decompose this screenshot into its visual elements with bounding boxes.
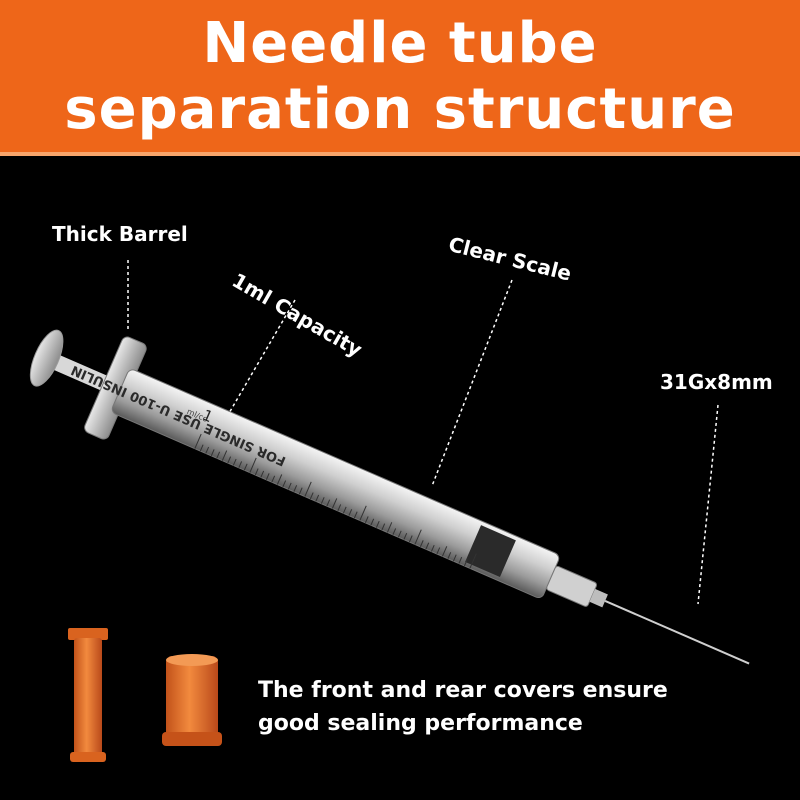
scale-tick bbox=[359, 505, 367, 521]
scale-tick bbox=[309, 492, 314, 500]
scale-tick bbox=[364, 516, 369, 524]
scale-tick bbox=[227, 456, 232, 464]
scale-tick bbox=[353, 511, 358, 519]
scale-tick bbox=[337, 504, 342, 512]
leader-capacity bbox=[224, 299, 296, 421]
scale-tick bbox=[381, 523, 386, 531]
scale-tick bbox=[436, 547, 441, 555]
leader-clear-scale bbox=[431, 279, 513, 487]
rear-cover bbox=[68, 628, 108, 762]
scale-tick bbox=[414, 529, 422, 545]
scale-tick bbox=[320, 497, 325, 504]
scale-tick bbox=[265, 473, 270, 480]
scale-tick bbox=[430, 544, 435, 552]
scale-tick bbox=[249, 457, 257, 473]
scale-tick bbox=[342, 506, 347, 514]
scale-tick bbox=[315, 494, 320, 502]
scale-tick bbox=[238, 461, 243, 469]
scale-tick bbox=[331, 498, 338, 509]
scale-tick bbox=[469, 553, 477, 569]
syringe: FOR SINGLE USE U-100 INSULIN 1 ml/cc bbox=[29, 329, 750, 665]
title-line-1: Needle tube bbox=[202, 11, 598, 76]
caption-line-1: The front and rear covers ensure bbox=[258, 678, 668, 703]
scale-tick bbox=[271, 475, 276, 483]
caption-line-2: good sealing performance bbox=[258, 711, 583, 736]
scale-tick bbox=[408, 535, 413, 543]
scale-tick bbox=[276, 474, 283, 485]
scale-tick bbox=[199, 444, 204, 452]
scale-tick bbox=[210, 449, 215, 457]
scale-tick bbox=[403, 532, 408, 540]
scale-ticks bbox=[194, 433, 477, 569]
scale-tick bbox=[326, 499, 331, 507]
label-needle-size: 31Gx8mm bbox=[660, 370, 773, 394]
scale-tick bbox=[287, 482, 292, 490]
scale-tick bbox=[282, 480, 287, 488]
scale-tick bbox=[452, 554, 457, 562]
title-line-2: separation structure bbox=[64, 77, 736, 142]
plunger-stopper bbox=[465, 525, 516, 578]
title-banner bbox=[0, 0, 800, 156]
scale-tick bbox=[304, 481, 312, 497]
scale-tick bbox=[348, 509, 353, 516]
scale-tick bbox=[298, 487, 303, 495]
scale-tick bbox=[243, 463, 248, 471]
needle bbox=[604, 600, 750, 665]
scale-tick bbox=[194, 433, 202, 449]
plunger-thumb-disc bbox=[29, 329, 64, 387]
scale-tick bbox=[419, 540, 424, 547]
scale-tick bbox=[254, 468, 259, 476]
scale-tick bbox=[221, 450, 228, 461]
banner-divider bbox=[0, 152, 800, 156]
scale-tick bbox=[463, 559, 468, 567]
scale-tick bbox=[392, 528, 397, 536]
scale-tick bbox=[293, 485, 298, 492]
scale-tick bbox=[205, 446, 210, 454]
scale-tick bbox=[397, 530, 402, 538]
scale-tick bbox=[216, 451, 221, 459]
scale-tick bbox=[232, 458, 237, 466]
scale-tick bbox=[441, 546, 448, 557]
scale-tick bbox=[458, 556, 463, 564]
label-thick-barrel: Thick Barrel bbox=[52, 222, 188, 246]
needle-hub bbox=[546, 565, 598, 607]
scale-tick bbox=[375, 521, 380, 528]
leader-needle-size bbox=[697, 404, 719, 605]
front-cover bbox=[162, 654, 222, 746]
scale-tick bbox=[370, 518, 375, 526]
scale-tick bbox=[260, 470, 265, 478]
scale-tick bbox=[386, 522, 393, 533]
caption-text: The front and rear covers ensure good se… bbox=[258, 674, 778, 740]
scale-tick bbox=[447, 552, 452, 559]
scale-tick bbox=[425, 542, 430, 550]
